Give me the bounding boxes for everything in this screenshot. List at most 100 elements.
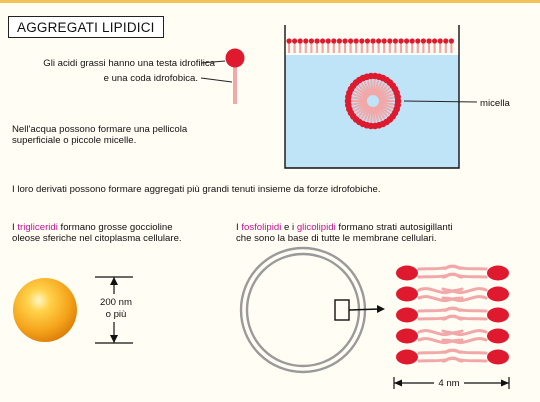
surface-lipid-head xyxy=(286,38,292,44)
surface-lipid-head xyxy=(336,38,342,44)
surface-lipid-head xyxy=(370,38,376,44)
micelle-lipid-tail xyxy=(377,87,391,99)
tail-pointer-line xyxy=(200,77,233,83)
bilayer-lipid-tail xyxy=(417,329,464,337)
head-pointer-line xyxy=(200,60,226,64)
micelle-lipid-tail xyxy=(377,103,391,115)
bilayer-detail xyxy=(396,264,509,365)
zoom-box xyxy=(334,299,350,321)
bilayer-lipid-tail xyxy=(441,272,488,279)
surface-lipid-head xyxy=(359,38,365,44)
fatty-acid-caption-line2: e una coda idrofobica. xyxy=(103,73,198,84)
zoom-arrow-head xyxy=(377,305,385,313)
surface-lipid-head xyxy=(314,38,320,44)
bilayer-lipid-head xyxy=(396,328,418,344)
triglycerides-caption-line1: I trigliceridi formano grosse goccioline xyxy=(12,222,173,234)
bilayer-lipid-head xyxy=(396,265,418,281)
micelle-lipid-tail xyxy=(354,102,369,112)
fatty-acid-tail xyxy=(233,66,237,104)
surface-lipid-head xyxy=(303,38,309,44)
bilayer-lipid-tail xyxy=(441,306,488,313)
micelle-lipid-tail xyxy=(363,106,372,121)
water-caption-line2: superficiale o piccole micelle. xyxy=(12,135,137,146)
fatty-acid-caption-line1: Gli acidi grassi hanno una testa idrofil… xyxy=(43,58,215,69)
phospholipids-keyword: fosfolipidi xyxy=(241,222,282,233)
micelle-lipid-tail xyxy=(376,104,388,118)
micelle-lipid-tail xyxy=(355,87,369,99)
fatty-acid-head xyxy=(225,48,245,68)
surface-lipid-head xyxy=(387,38,393,44)
micelle-lipid-tail xyxy=(373,106,380,122)
water-caption-line1: Nell'acqua possono formare una pellicola xyxy=(12,124,188,135)
bilayer-lipid-head xyxy=(396,307,418,323)
surface-lipid-head xyxy=(308,38,314,44)
bilayer-lipid-tail xyxy=(441,329,488,337)
bilayer-lipid-head xyxy=(487,349,509,365)
micelle-lipid-tail xyxy=(378,93,394,100)
droplet-size-marker xyxy=(95,276,133,344)
micelle-lipid-tail xyxy=(360,82,371,97)
micelle-lipid-tail xyxy=(374,106,383,121)
micelle-lipid-tail xyxy=(372,106,376,123)
triglycerides-caption-line2: oleose sferiche nel citoplasma cellulare… xyxy=(12,233,182,244)
phospholipids-caption-line2: che sono la base di tutte le membrane ce… xyxy=(236,233,437,244)
surface-lipid-head xyxy=(320,38,326,44)
micelle-lipid-tail xyxy=(374,81,383,96)
derivatives-caption: I loro derivati possono formare aggregat… xyxy=(12,184,381,195)
micelle-lipid-tail xyxy=(352,96,368,101)
bilayer-lipid-tail xyxy=(417,287,464,295)
fatty-acid-molecule xyxy=(225,48,245,104)
micelle-lipid-tail xyxy=(378,96,394,101)
lipid-droplet xyxy=(13,278,77,342)
micelle-lipid-tail xyxy=(366,106,373,122)
bilayer-lipid-head xyxy=(396,349,418,365)
surface-lipid-head xyxy=(415,38,421,44)
micelle-lipid-tail xyxy=(375,82,386,97)
triglycerides-rest: formano grosse goccioline xyxy=(57,222,173,233)
surface-lipid-head xyxy=(404,38,410,44)
micelle-lipid-tail xyxy=(355,103,369,115)
micelle-lipid-tail xyxy=(352,101,368,106)
phospholipids-mid: e i xyxy=(281,222,297,233)
micelle-lipid-tail xyxy=(377,90,392,100)
surface-lipid-head xyxy=(325,38,331,44)
micelle-lipid-tail xyxy=(377,102,392,112)
surface-lipid-head xyxy=(381,38,387,44)
micelle-lipid-tail xyxy=(376,84,388,98)
phospholipids-caption-line1: I fosfolipidi e i glicolipidi formano st… xyxy=(236,222,453,234)
surface-film xyxy=(286,38,454,53)
surface-lipid-head xyxy=(331,38,337,44)
micelle-lipid-tail xyxy=(370,106,374,123)
bilayer-lipid-tail xyxy=(417,337,464,345)
micelle-lipid-tail xyxy=(366,80,373,96)
micelle-lipid-tail xyxy=(352,102,368,109)
surface-lipid-head xyxy=(392,38,398,44)
micelle-label: micella xyxy=(480,98,510,109)
droplet-size-label-line2: o più xyxy=(105,309,127,320)
beaker xyxy=(284,25,460,169)
surface-lipid-head xyxy=(448,38,454,44)
micelle-lipid-tail xyxy=(373,80,380,96)
micelle-lipid-tail xyxy=(358,104,370,118)
zoom-arrow xyxy=(348,308,381,311)
glycolipids-keyword: glicolipidi xyxy=(296,222,336,233)
micelle-lipid-tail xyxy=(360,105,371,120)
micelle-lipid-tail xyxy=(372,79,376,96)
surface-lipid-head xyxy=(353,38,359,44)
micelle-lipid-tail xyxy=(352,93,368,100)
micelle xyxy=(344,72,402,130)
bilayer-lipid-tail xyxy=(441,337,488,345)
page-title: AGGREGATI LIPIDICI xyxy=(8,16,164,38)
bilayer-lipid-tail xyxy=(417,295,464,303)
bilayer-width-marker xyxy=(393,377,510,389)
surface-lipid-head xyxy=(297,38,303,44)
triglycerides-keyword: trigliceridi xyxy=(17,222,58,233)
bilayer-lipid-head xyxy=(487,286,509,302)
surface-lipid-head xyxy=(437,38,443,44)
surface-lipid-head xyxy=(443,38,449,44)
micelle-lipid-tail xyxy=(378,101,394,106)
surface-lipid-head xyxy=(432,38,438,44)
surface-lipid-head xyxy=(426,38,432,44)
